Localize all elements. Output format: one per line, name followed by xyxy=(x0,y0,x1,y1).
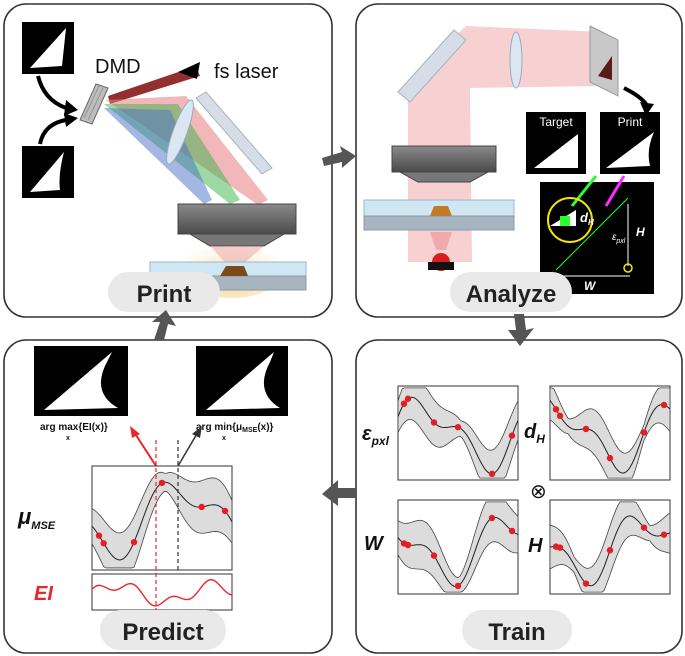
predict-panel: arg max{EI(x)} x arg min{μMSE(x)} x μMSE… xyxy=(3,339,333,654)
argmin-pointer xyxy=(177,431,199,467)
beam-blue xyxy=(104,108,212,204)
mask-image-top xyxy=(22,22,74,74)
observation-point xyxy=(660,531,668,538)
argmax-pointer xyxy=(133,431,157,467)
analyze-structure xyxy=(430,206,452,216)
analyze-arrow xyxy=(623,86,648,106)
train-title: Train xyxy=(488,619,545,646)
target-label: Target xyxy=(539,115,573,129)
observation-point xyxy=(640,524,648,531)
observation-point xyxy=(488,470,496,478)
observation-point xyxy=(582,580,590,587)
observation-point xyxy=(100,540,107,547)
laser-arrow-icon xyxy=(178,62,200,79)
argmin-sub: x xyxy=(222,435,226,442)
observation-point xyxy=(198,503,205,511)
observation-point xyxy=(404,395,412,402)
objective-lens xyxy=(177,203,297,247)
observation-point xyxy=(430,419,438,426)
print-panel: DMD fs laser Print xyxy=(3,3,333,318)
print-title-pill xyxy=(108,272,220,312)
observation-point xyxy=(640,429,648,436)
observation-point xyxy=(488,514,496,522)
train-title-pill xyxy=(462,610,572,650)
ei-plot xyxy=(91,573,233,611)
observation-point xyxy=(158,479,166,487)
analyze-panel: Target Print dH εpxl H W Analyze xyxy=(355,3,683,318)
arrow-predict-to-print xyxy=(152,310,176,340)
sample-structure xyxy=(598,56,612,80)
mask-image-bottom xyxy=(22,146,74,198)
analyze-title-pill xyxy=(450,272,572,312)
analyze-objective xyxy=(391,145,497,173)
analyze-mirror xyxy=(397,29,467,103)
observation-point xyxy=(508,527,516,535)
observation-point xyxy=(400,400,408,407)
analyze-lens xyxy=(509,31,523,89)
metric-w: W xyxy=(584,279,597,293)
argmax-sub: x xyxy=(66,435,70,442)
argmin-label: arg min{μMSE(x)} xyxy=(196,422,274,434)
argmax-image xyxy=(34,346,128,416)
printed-structure xyxy=(220,266,248,276)
mu-label: μMSE xyxy=(17,504,56,532)
train-plot-dh xyxy=(549,385,671,481)
observation-point xyxy=(556,412,564,420)
observation-point xyxy=(95,532,103,539)
observation-point xyxy=(606,454,614,462)
analyze-substrate-bottom xyxy=(363,215,515,231)
analyze-title: Analyze xyxy=(466,281,557,308)
print-image-label: Print xyxy=(618,115,643,129)
laser-label: fs laser xyxy=(214,61,279,83)
ei-label: EI xyxy=(34,583,53,605)
train-plot-eps xyxy=(397,385,519,481)
observation-point xyxy=(430,552,438,559)
train-plot-w xyxy=(397,499,519,595)
observation-point xyxy=(660,401,668,409)
observation-point xyxy=(130,538,138,546)
mirror xyxy=(195,91,273,175)
observation-point xyxy=(582,425,590,433)
focused-beam xyxy=(210,246,264,270)
train-label-eps: εpxl xyxy=(362,423,390,448)
arrow-analyze-to-train xyxy=(508,314,534,346)
arrow-train-to-predict xyxy=(322,480,356,506)
train-label-dh: dH xyxy=(524,421,545,446)
dmd-device xyxy=(79,83,109,125)
predict-title-pill xyxy=(100,610,226,650)
train-panel: εpxl dH ⊗ W H Train xyxy=(355,339,683,654)
metric-h: H xyxy=(636,225,645,239)
predict-mu-plot xyxy=(91,465,233,571)
cycle-arrows xyxy=(152,146,534,506)
observation-point xyxy=(221,507,229,515)
train-label-w: W xyxy=(364,533,385,555)
observation-point xyxy=(454,582,462,590)
print-title: Print xyxy=(137,281,192,308)
metric-dh: dH xyxy=(580,210,594,227)
observation-point xyxy=(508,432,516,439)
train-label-h: H xyxy=(528,535,543,557)
observation-point xyxy=(552,406,560,413)
lens xyxy=(166,99,194,165)
otimes-symbol: ⊗ xyxy=(530,481,547,503)
argmax-label: arg max{EI(x)} xyxy=(40,422,108,433)
mask-arrow-top xyxy=(36,75,67,110)
predict-title: Predict xyxy=(122,619,203,646)
fs-laser-beam xyxy=(108,66,200,104)
train-plot-h xyxy=(549,499,671,595)
metric-eps: εpxl xyxy=(612,232,626,245)
observation-point xyxy=(606,547,614,554)
observation-point xyxy=(556,544,564,551)
dmd-label: DMD xyxy=(95,56,141,78)
observation-point xyxy=(404,541,412,549)
arrow-print-to-analyze xyxy=(322,146,356,168)
mask-arrow-bottom xyxy=(38,118,67,145)
argmin-image xyxy=(196,346,288,416)
observation-point xyxy=(454,423,462,431)
